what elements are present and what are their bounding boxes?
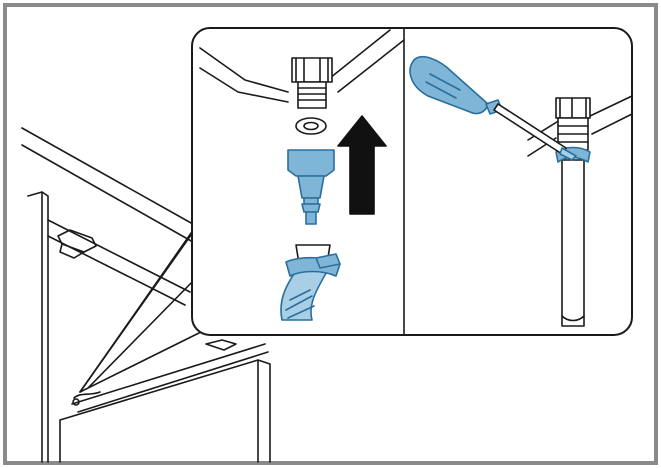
cabinet-side-panel — [27, 191, 49, 463]
threaded-connector-right — [555, 97, 591, 151]
hose-nipple-icon — [287, 149, 335, 225]
screwdriver-icon — [409, 56, 577, 161]
threaded-connector-icon — [291, 57, 333, 109]
overview-cabinet — [21, 127, 271, 463]
detail-hose-connection — [199, 29, 405, 321]
appliance-door — [59, 359, 271, 463]
worktop-edge — [21, 127, 201, 247]
callout-line-left — [79, 225, 197, 393]
hose-clamp-icon — [285, 253, 341, 277]
up-arrow-icon — [337, 115, 387, 215]
callout-line-bottom — [79, 329, 206, 393]
detail-tighten-clamp — [409, 56, 633, 327]
cabinet-floor-edge — [71, 343, 269, 413]
floor-hose — [73, 391, 101, 399]
hose-pipe — [561, 159, 585, 327]
door-connector — [205, 339, 237, 351]
